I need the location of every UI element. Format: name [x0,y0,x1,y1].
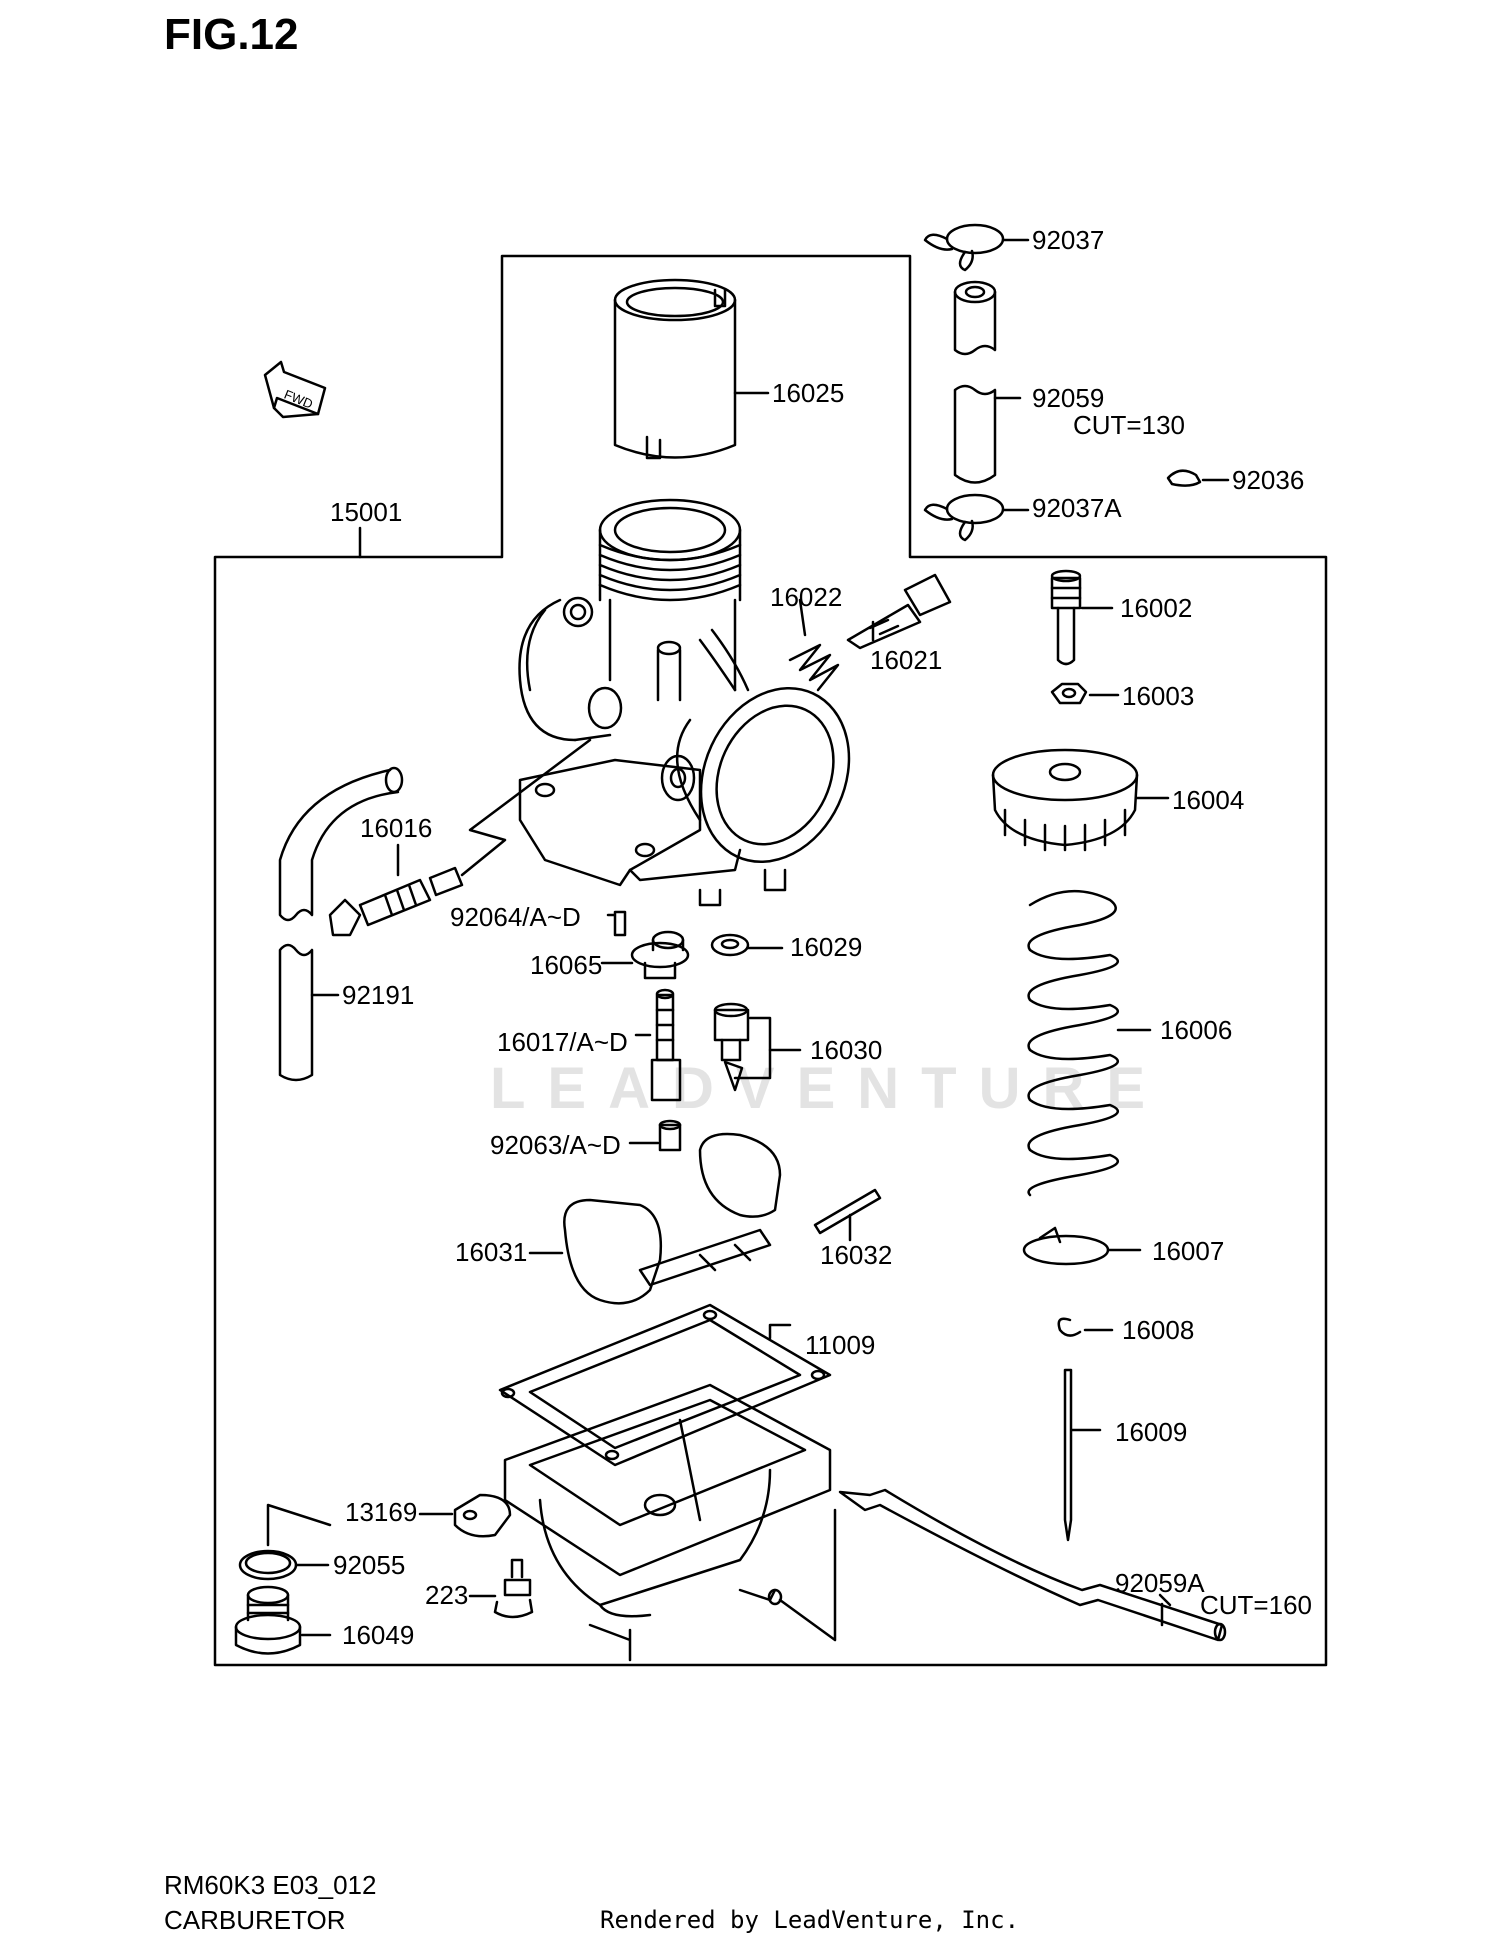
float-bowl [503,1383,837,1662]
callout-16022: 16022 [770,582,843,612]
callout-16016: 16016 [360,813,433,843]
plug-16049 [234,1585,332,1655]
callout-92059: 92059 [1032,383,1105,413]
diagram-code: RM60K3 E03_012 [164,1870,377,1900]
callout-16021: 16021 [870,645,943,675]
needle-jet-16017 [634,988,682,1102]
cap-16004 [991,748,1170,852]
figure-title: FIG.12 [164,10,299,59]
callout-11009: 11009 [805,1330,876,1360]
screw-223 [468,1558,534,1619]
adjuster-16002 [1050,569,1114,666]
callout-16030: 16030 [810,1035,883,1065]
callout-16029: 16029 [790,932,863,962]
clip-16008 [1057,1317,1114,1337]
carburetor-body-15001 [358,498,851,907]
callout-16002: 16002 [1120,593,1193,623]
idle-screw-16016 [328,738,592,937]
callout-16008: 16008 [1122,1315,1195,1345]
spring-16022 [788,598,840,692]
callout-92055: 92055 [333,1550,406,1580]
section-name: CARBURETOR [164,1905,346,1935]
callout-92059A: 92059A [1115,1568,1205,1598]
screw-92064 [606,910,627,937]
callout-92036: 92036 [1232,465,1305,495]
hose-92191 [278,766,404,1082]
callout-92064: 92064/A~D [450,902,581,932]
gasket-11009 [498,1303,832,1467]
callout-16031: 16031 [455,1237,528,1267]
retainer-16007 [1022,1226,1142,1266]
callout-16017: 16017/A~D [497,1027,628,1057]
callout-16003: 16003 [1122,681,1195,711]
washer-16029 [710,933,784,957]
callout-13169: 13169 [345,1497,418,1527]
nut-16003 [1050,682,1120,705]
callout-16032: 16032 [820,1240,893,1270]
clamp-92037 [923,223,1030,272]
callout-223: 223 [425,1580,469,1610]
fwd-arrow-icon: FWD [263,360,327,419]
hose-92059 [953,280,1022,484]
callout-92059A-cut: CUT=160 [1200,1590,1312,1620]
callout-92037: 92037 [1032,225,1105,255]
callout-92059-cut: CUT=130 [1073,410,1185,440]
credit-text: Rendered by LeadVenture, Inc. [600,1906,1020,1934]
clip-92036 [1166,469,1230,487]
callout-16049: 16049 [342,1620,415,1650]
callout-16004: 16004 [1172,785,1245,815]
float-valve-16030 [713,1002,802,1092]
jet-92063 [628,1119,682,1152]
callout-16007: 16007 [1152,1236,1225,1266]
callout-92037A: 92037A [1032,493,1122,523]
throttle-slide-16025 [613,278,770,460]
callout-16009: 16009 [1115,1417,1188,1447]
callout-16025: 16025 [772,378,845,408]
callout-16065: 16065 [530,950,603,980]
callout-92191: 92191 [342,980,415,1010]
clamp-92037A [923,493,1030,542]
air-screw-16021 [846,573,952,650]
callout-15001: 15001 [330,497,403,527]
callout-16006: 16006 [1160,1015,1233,1045]
hose-92059A [838,1488,1227,1642]
float-pin-16032 [813,1188,882,1242]
assembly-frame [213,254,1328,1667]
needle-16009 [1063,1368,1102,1542]
holder-16065 [600,930,690,980]
plate-13169 [418,1493,512,1538]
spring-16006 [1027,889,1152,1197]
callout-92063: 92063/A~D [490,1130,621,1160]
float-16031 [528,1132,782,1305]
o-ring-92055 [238,1503,332,1581]
